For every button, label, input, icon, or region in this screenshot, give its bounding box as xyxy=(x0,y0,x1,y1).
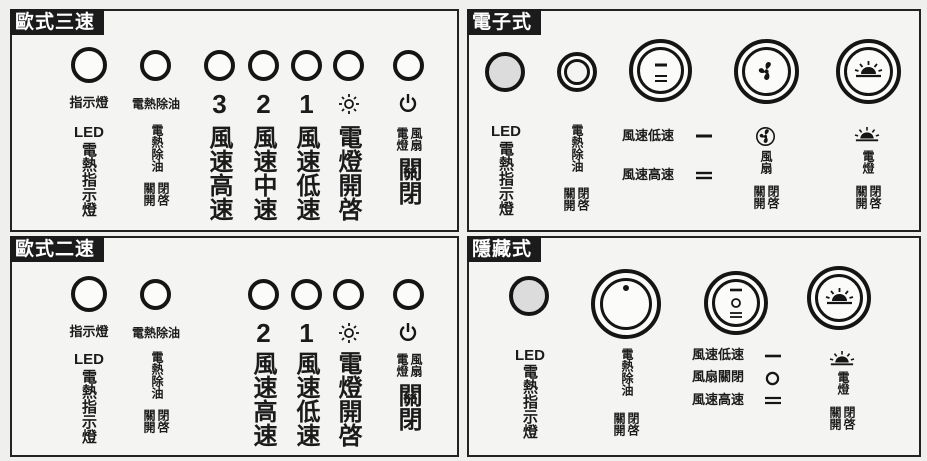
speed-low-icon xyxy=(655,63,667,82)
power-icon xyxy=(399,323,417,341)
led-text: LED xyxy=(74,351,104,368)
lamp-vertical-label: 電熱指示燈 xyxy=(80,369,98,444)
sun-icon xyxy=(339,323,359,343)
heater-switch-label: 關開閉啓 xyxy=(562,187,590,211)
heater-dot xyxy=(623,285,629,291)
speed-low-label: 風速低速 xyxy=(622,129,675,144)
sunrise-icon xyxy=(829,351,855,366)
indicator-lamp-ring xyxy=(71,276,107,312)
light-vertical-label: 電燈 xyxy=(836,371,850,395)
speed-1-number: 1 xyxy=(299,318,314,348)
panel-title: 歐式三速 xyxy=(10,9,105,35)
power-icon xyxy=(399,94,417,112)
speed-high-label: 風速高速 xyxy=(622,168,675,183)
speed-high-icon xyxy=(696,171,712,180)
speed-1-button-ring[interactable] xyxy=(291,279,322,310)
light-button-ring[interactable] xyxy=(333,279,364,310)
fan-switch-label: 關開閉啓 xyxy=(752,185,780,209)
heater-button-ring[interactable] xyxy=(140,279,171,310)
heater-switch-label: 關開閉啓 xyxy=(142,409,170,433)
heater-label: 電熱除油 xyxy=(131,97,180,111)
speed-low-icon xyxy=(765,354,781,358)
speed-2-number: 2 xyxy=(256,89,271,119)
heater-vertical-label: 電熱除油 xyxy=(620,348,634,396)
led-text: LED xyxy=(515,347,545,364)
fan-icon xyxy=(756,127,775,146)
speed-1-button-ring[interactable] xyxy=(291,50,322,81)
indicator-lamp-ring xyxy=(485,52,525,92)
speed-low-icon xyxy=(696,134,712,138)
heater-vertical-label: 電熱除油 xyxy=(150,124,164,172)
sunrise-icon xyxy=(825,288,854,305)
speed-button-inner xyxy=(637,47,684,94)
fan-icon xyxy=(758,61,771,81)
power-small-label: 電燈風扇 xyxy=(395,353,423,377)
speed-2-button-ring[interactable] xyxy=(248,50,279,81)
panel-electronic: 電子式 LED 電熱指示燈 電熱除油 關開閉啓 風速低速 風速高速 xyxy=(467,9,921,232)
sunrise-icon xyxy=(854,127,880,142)
panel-title: 隱藏式 xyxy=(467,236,542,262)
speed-3-number: 3 xyxy=(212,89,227,119)
fan-low-label: 風速低速 xyxy=(292,351,320,447)
indicator-lamp-ring xyxy=(509,276,549,316)
lamp-vertical-label: 電熱指示燈 xyxy=(497,141,515,216)
fan-high-label: 風速高速 xyxy=(249,351,277,447)
led-text: LED xyxy=(491,123,521,140)
heater-switch-label: 關開閉啓 xyxy=(142,182,170,206)
fan-vertical-label: 風扇 xyxy=(759,150,773,174)
lamp-vertical-label: 電熱指示燈 xyxy=(80,142,98,217)
speed-1-number: 1 xyxy=(299,89,314,119)
fan-high-label: 風速高速 xyxy=(205,125,233,221)
light-switch-label: 電燈開啓 xyxy=(334,125,362,221)
panel-title: 電子式 xyxy=(467,9,542,35)
panel-euro-2-speed: 歐式二速 指示燈 電熱除油 2 1 LED 電熱指示燈 電熱除油 關開閉啓 風速… xyxy=(10,236,459,457)
power-off-label: 關閉 xyxy=(394,383,422,431)
indicator-lamp-label: 指示燈 xyxy=(69,325,109,340)
sun-icon xyxy=(339,94,359,114)
heater-label: 電熱除油 xyxy=(131,326,180,340)
light-vertical-label: 電燈 xyxy=(861,150,875,174)
light-switch-label: 關開閉啓 xyxy=(828,406,856,430)
heater-vertical-label: 電熱除油 xyxy=(570,124,584,172)
heater-button-inner xyxy=(564,59,590,85)
sunrise-icon xyxy=(854,61,883,78)
circle-icon xyxy=(765,371,780,386)
panel-euro-3-speed: 歐式三速 指示燈 電熱除油 3 2 1 LED 電熱指示燈 電熱除油 關開閉啓 … xyxy=(10,9,459,232)
speed-high-icon xyxy=(765,396,781,405)
speed-button-inner xyxy=(712,279,760,327)
lamp-vertical-label: 電熱指示燈 xyxy=(521,364,539,439)
light-switch-label: 關開閉啓 xyxy=(854,185,882,209)
light-switch-label: 電燈開啓 xyxy=(334,351,362,447)
speed-2-button-ring[interactable] xyxy=(248,279,279,310)
heater-button-ring[interactable] xyxy=(140,50,171,81)
panel-title: 歐式二速 xyxy=(10,236,105,262)
fan-mid-label: 風速中速 xyxy=(249,125,277,221)
fan-onoff-label: 風扇關閉 xyxy=(692,370,745,385)
speed-low-label: 風速低速 xyxy=(692,348,745,363)
power-button-ring[interactable] xyxy=(393,279,424,310)
indicator-lamp-label: 指示燈 xyxy=(69,96,109,111)
speed-3-button-ring[interactable] xyxy=(204,50,235,81)
led-text: LED xyxy=(74,124,104,141)
speed-high-label: 風速高速 xyxy=(692,393,745,408)
light-button-ring[interactable] xyxy=(333,50,364,81)
power-small-label: 電燈風扇 xyxy=(395,127,423,151)
heater-switch-label: 關開閉啓 xyxy=(612,412,640,436)
speed-selector-icon xyxy=(730,288,742,318)
heater-vertical-label: 電熱除油 xyxy=(150,351,164,399)
speed-2-number: 2 xyxy=(256,318,271,348)
power-button-ring[interactable] xyxy=(393,50,424,81)
indicator-lamp-ring xyxy=(71,47,107,83)
fan-low-label: 風速低速 xyxy=(292,125,320,221)
panel-hidden: 隱藏式 LED 電熱指示燈 電熱除油 關開閉啓 風速低速 風扇關閉 風速高速 電… xyxy=(467,236,921,457)
power-off-label: 關閉 xyxy=(394,157,422,205)
